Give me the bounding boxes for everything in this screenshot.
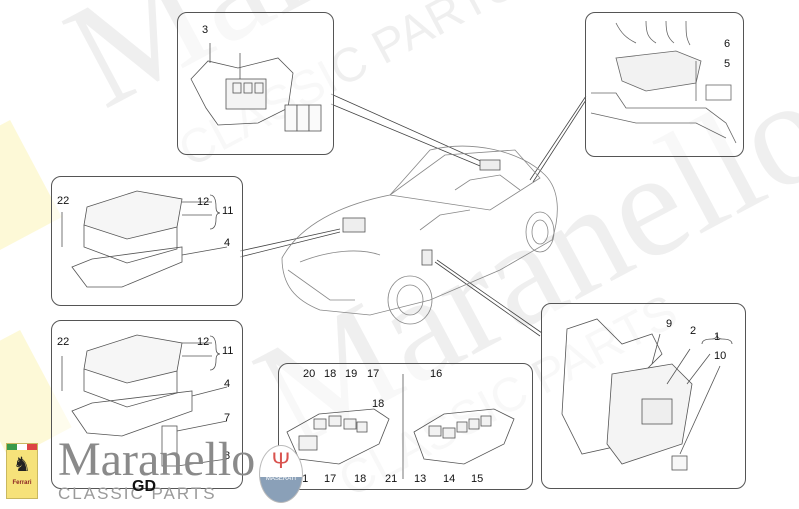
trident-icon: Ψ — [271, 448, 291, 473]
callout-9: 9 — [666, 318, 673, 330]
callout-11: 11 — [222, 205, 234, 217]
callout-19: 19 — [345, 368, 358, 380]
callout-2: 2 — [690, 325, 697, 337]
callout-18: 18 — [354, 473, 367, 485]
callout-13: 13 — [414, 473, 427, 485]
callout-22: 22 — [57, 195, 70, 207]
callout-4: 4 — [224, 237, 231, 249]
diagram-code: GD — [132, 478, 156, 495]
callout-14: 14 — [443, 473, 456, 485]
callout-4: 4 — [224, 378, 231, 390]
italian-flag-stripe — [7, 444, 37, 450]
engine-fuse-box-bracket-drawing — [61, 334, 228, 467]
callout-17: 17 — [367, 368, 380, 380]
callout-16: 16 — [430, 368, 443, 380]
panel-engine-fuse-box-bracket: 22 12 11 4 7 8 — [51, 320, 243, 489]
panel-control-unit: 6 5 — [585, 12, 744, 157]
callout-8: 8 — [224, 450, 231, 462]
callout-11: 11 — [222, 345, 234, 357]
callout-18: 18 — [324, 368, 337, 380]
panel-main-fuse-box: 9 2 1 10 — [541, 303, 746, 489]
control-unit-drawing — [590, 20, 737, 144]
company-logo: Maranello — [58, 433, 256, 486]
ferrari-badge: ♞ Ferrari — [6, 443, 38, 499]
engine-fuse-box-drawing — [61, 190, 228, 288]
callout-7: 7 — [224, 412, 231, 424]
callout-12: 12 — [197, 196, 210, 208]
callout-17: 17 — [324, 473, 337, 485]
callout-12: 12 — [197, 336, 210, 348]
maserati-badge: Ψ MASERATI — [259, 445, 303, 503]
maserati-badge-text: MASERATI — [265, 476, 297, 482]
car-illustration — [281, 145, 558, 325]
callout-1: 1 — [714, 331, 721, 343]
panel-relay-boxes: 20 18 19 17 18 21 17 18 21 16 13 14 15 — [278, 363, 533, 490]
main-fuse-box-drawing — [561, 318, 733, 471]
callout-15: 15 — [471, 473, 484, 485]
ferrari-badge-text: Ferrari — [12, 480, 32, 486]
panel-fuse-box-interior: 3 — [177, 12, 334, 155]
callout-20: 20 — [303, 368, 316, 380]
callout-5: 5 — [724, 58, 731, 70]
callout-21: 21 — [385, 473, 398, 485]
panel-engine-fuse-box: 22 12 11 4 — [51, 176, 243, 306]
callout-3: 3 — [202, 24, 209, 36]
callout-6: 6 — [724, 38, 731, 50]
callout-18: 18 — [372, 398, 385, 410]
prancing-horse-icon: ♞ — [13, 454, 31, 476]
callout-22: 22 — [57, 336, 70, 348]
callout-10: 10 — [714, 350, 727, 362]
fuse-box-interior-drawing — [190, 43, 322, 132]
relay-boxes-drawing — [286, 374, 515, 479]
company-subtitle: CLASSIC PARTS — [58, 484, 217, 503]
